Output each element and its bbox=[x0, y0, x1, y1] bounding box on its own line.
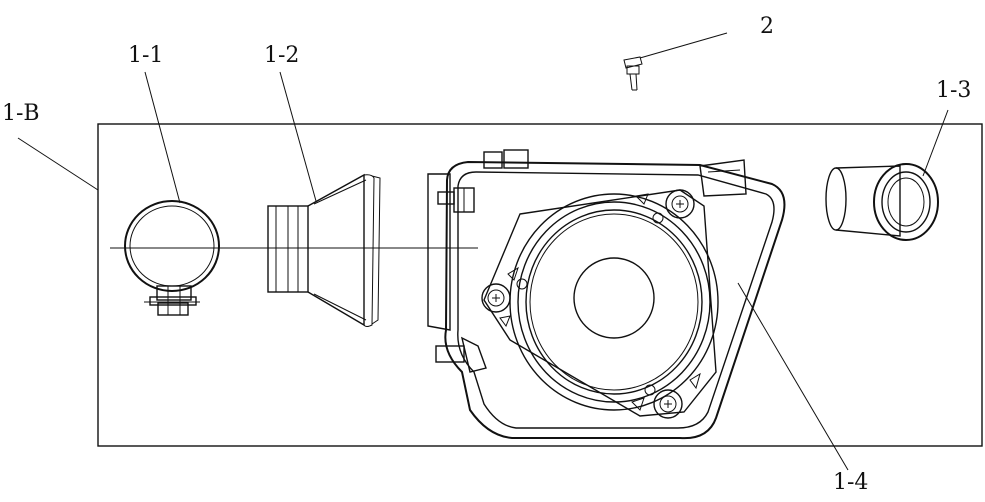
leader-screw bbox=[639, 32, 728, 59]
intake-duct-part bbox=[267, 173, 381, 327]
label-housing: 1-4 bbox=[833, 470, 868, 495]
hose-clamp-part bbox=[124, 200, 220, 316]
leader-lines bbox=[17, 32, 949, 471]
leader-tube bbox=[922, 109, 949, 177]
leader-clamp bbox=[144, 71, 181, 204]
leader-housing bbox=[737, 282, 849, 471]
label-duct: 1-2 bbox=[264, 43, 299, 68]
assembly-frame bbox=[97, 123, 983, 447]
label-tube: 1-3 bbox=[936, 78, 971, 103]
label-assembly: 1-B bbox=[2, 101, 40, 126]
label-clamp: 1-1 bbox=[128, 43, 163, 68]
screw-part bbox=[623, 56, 643, 91]
leader-assembly bbox=[17, 137, 99, 191]
label-screw: 2 bbox=[760, 14, 774, 39]
leader-duct bbox=[279, 71, 317, 202]
housing-part bbox=[427, 149, 786, 440]
tube-part bbox=[825, 163, 939, 241]
